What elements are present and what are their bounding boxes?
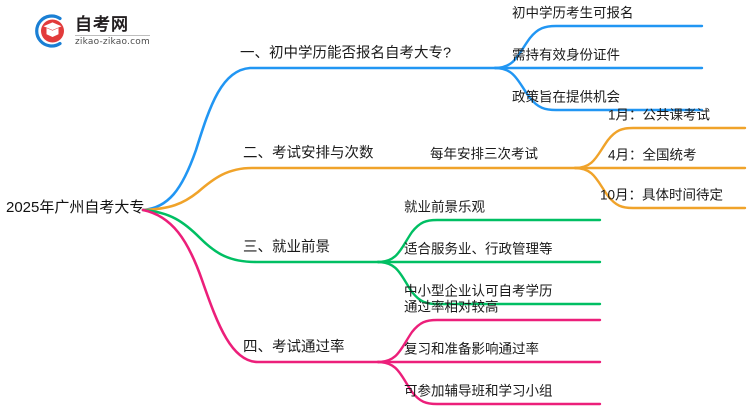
leaf-node-3-3[interactable]: 中小型企业认可自考学历 (404, 283, 553, 299)
leaf-node-3-1[interactable]: 就业前景乐观 (404, 199, 485, 215)
logo-title: 自考网 (75, 16, 150, 36)
branch-node-1[interactable]: 一、初中学历能否报名自考大专? (240, 45, 452, 62)
leaf-node-4-2[interactable]: 复习和准备影响通过率 (404, 341, 539, 357)
leaf-node-4-3[interactable]: 可参加辅导班和学习小组 (404, 383, 553, 399)
leaf-node-2-1[interactable]: 1月：公共课考试 (608, 107, 711, 123)
leaf-node-1-2[interactable]: 需持有效身份证件 (512, 47, 620, 63)
leaf-node-1-1[interactable]: 初中学历考生可报名 (512, 5, 634, 21)
branch-node-2[interactable]: 二、考试安排与次数 (243, 145, 374, 162)
logo-domain: zikao-zikao.com (75, 36, 150, 47)
logo-text-block: 自考网 zikao-zikao.com (75, 16, 150, 47)
logo-icon (30, 12, 68, 50)
leaf-node-1-3[interactable]: 政策旨在提供机会 (512, 89, 620, 105)
mindmap-root-node[interactable]: 2025年广州自考大专 (6, 198, 145, 216)
site-logo: 自考网 zikao-zikao.com (30, 12, 150, 50)
branch-node-4[interactable]: 四、考试通过率 (243, 339, 345, 356)
branch-node-3[interactable]: 三、就业前景 (243, 239, 330, 256)
leaf-node-2-3[interactable]: 10月：具体时间待定 (600, 187, 724, 203)
mid-node-2[interactable]: 每年安排三次考试 (430, 146, 538, 162)
leaf-node-3-2[interactable]: 适合服务业、行政管理等 (404, 241, 553, 257)
leaf-node-4-1[interactable]: 通过率相对较高 (404, 299, 499, 315)
leaf-node-2-2[interactable]: 4月：全国统考 (608, 147, 697, 163)
